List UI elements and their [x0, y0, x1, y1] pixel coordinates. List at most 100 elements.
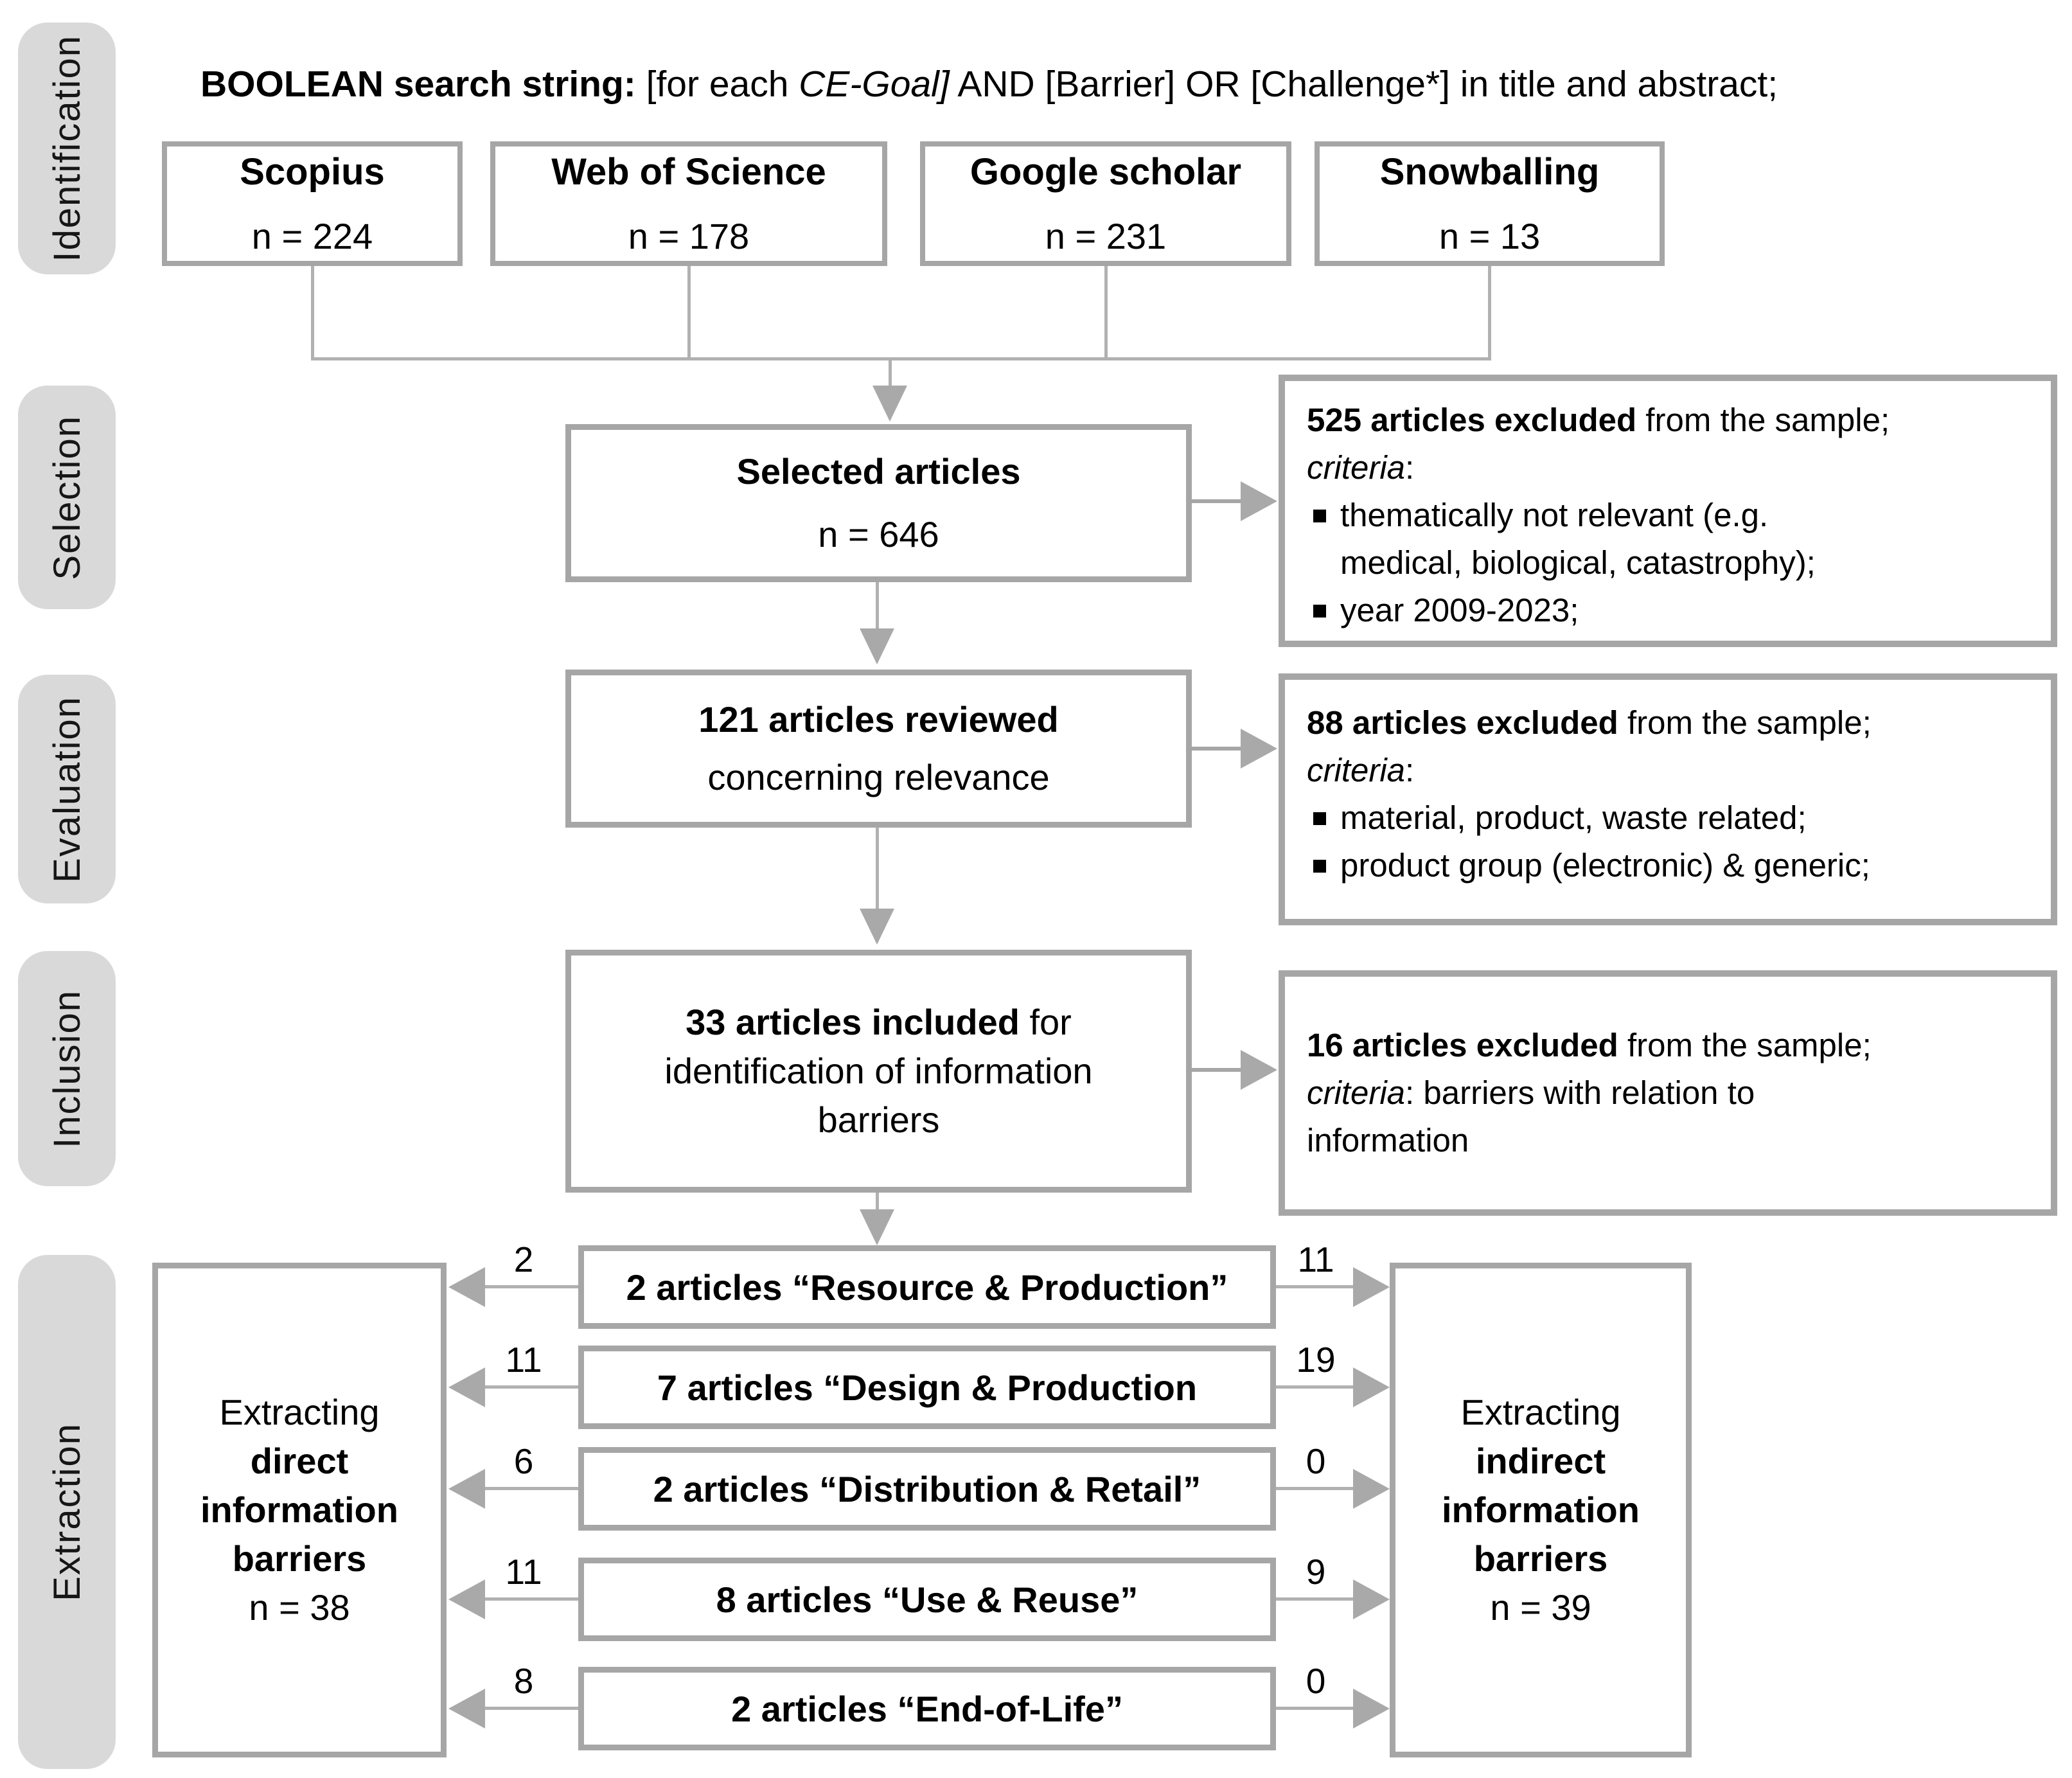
reviewed-articles-box: 121 articles reviewed concerning relevan…: [565, 670, 1192, 828]
ce-goal-label: 2 articles “Distribution & Retail”: [653, 1468, 1201, 1509]
stage-pill-evaluation: Evaluation: [18, 675, 116, 903]
stage-label-evaluation: Evaluation: [46, 695, 88, 883]
ce-goal-box-resource-production: 2 articles “Resource & Production”: [578, 1245, 1276, 1329]
criteria-rest: :: [1405, 752, 1415, 788]
criteria-bullet: material, product, waste related;: [1307, 794, 2029, 842]
selected-articles-box: Selected articles n = 646: [565, 424, 1192, 582]
source-name: Google scholar: [970, 151, 1242, 193]
ce-goal-label: 8 articles “Use & Reuse”: [716, 1579, 1138, 1620]
stage-label-inclusion: Inclusion: [46, 989, 88, 1148]
direct-bold-1: direct: [250, 1441, 349, 1481]
arrowhead-left-icon: [448, 1367, 485, 1407]
flow-arrow-line-2: [876, 828, 879, 910]
arrow-line-left: [483, 1285, 578, 1288]
excluded-box-525: 525 articles excluded from the sample; c…: [1279, 375, 2057, 647]
arrowhead-left-icon: [448, 1689, 485, 1729]
square-bullet-icon: [1313, 860, 1326, 873]
excluded-count-bold: 88 articles excluded: [1307, 704, 1618, 741]
title-italic: CE-Goal]: [799, 64, 950, 105]
ce-goal-box-use-reuse: 8 articles “Use & Reuse”: [578, 1558, 1276, 1641]
connector-stub-web-of-science: [687, 266, 691, 359]
square-bullet-icon: [1313, 812, 1326, 825]
arrow-line-right: [1276, 1597, 1356, 1601]
arrowhead-right-icon: [1241, 1050, 1277, 1090]
arrowhead-right-icon: [1353, 1367, 1390, 1407]
criteria-italic: criteria: [1307, 449, 1406, 486]
source-name: Snowballing: [1379, 151, 1600, 193]
direct-count-label: 11: [505, 1552, 542, 1592]
criteria-line: criteria:: [1307, 747, 2029, 794]
stage-pill-extraction: Extraction: [18, 1255, 116, 1769]
ce-goal-label: 2 articles “Resource & Production”: [626, 1267, 1228, 1308]
direct-count-label: 2: [513, 1240, 534, 1279]
arrow-line-left: [483, 1385, 578, 1389]
stage-pill-selection: Selection: [18, 386, 116, 609]
connector-stub-scopius: [311, 266, 314, 359]
excluded-lead: 16 articles excluded from the sample;: [1307, 1022, 2029, 1069]
ce-goal-label: 2 articles “End-of-Life”: [731, 1688, 1123, 1729]
flow-arrowhead-down-icon: [860, 628, 894, 664]
stage-label-identification: Identification: [46, 35, 88, 262]
ce-goal-box-design-production: 7 articles “Design & Production: [578, 1346, 1276, 1429]
flow-arrowhead-down-icon: [860, 909, 894, 945]
source-count: n = 13: [1439, 216, 1541, 256]
bullet-text: thematically not relevant (e.g. medical,…: [1340, 497, 1816, 581]
arrow-line-right: [1276, 1385, 1356, 1389]
bullet-text: product group (electronic) & generic;: [1340, 847, 1870, 884]
direct-count-label: 11: [505, 1340, 542, 1380]
ce-goal-label: 7 articles “Design & Production: [657, 1367, 1198, 1408]
square-bullet-icon: [1313, 605, 1326, 618]
indirect-bold-2: information: [1442, 1489, 1640, 1530]
stage-label-selection: Selection: [46, 414, 88, 580]
merge-drop-line: [889, 357, 892, 387]
excluded-box-88: 88 articles excluded from the sample; cr…: [1279, 673, 2057, 925]
direct-count: n = 38: [249, 1587, 350, 1628]
merge-drop-arrowhead-icon: [872, 386, 907, 422]
excluded-lead-rest: from the sample;: [1618, 1027, 1872, 1063]
arrow-line-left: [483, 1597, 578, 1601]
bullet-text: year 2009-2023;: [1340, 592, 1579, 628]
arrow-line-right: [1276, 1707, 1356, 1710]
arrow-line-reviewed-to-excluded: [1192, 747, 1243, 751]
included-articles-box: 33 articles included for identification …: [565, 950, 1192, 1193]
arrowhead-left-icon: [448, 1469, 485, 1509]
excluded-lead-rest: from the sample;: [1618, 704, 1872, 741]
criteria-line: criteria: barriers with relation to info…: [1307, 1069, 2029, 1164]
title-bold: BOOLEAN search string:: [200, 64, 636, 105]
title-regular-2: AND [Barrier] OR [Challenge*] in title a…: [949, 64, 1778, 105]
arrowhead-left-icon: [448, 1579, 485, 1619]
direct-pre: Extracting: [219, 1392, 380, 1432]
excluded-count-bold: 525 articles excluded: [1307, 402, 1637, 438]
arrow-line-included-to-excluded: [1192, 1068, 1243, 1072]
excluded-count-bold: 16 articles excluded: [1307, 1027, 1618, 1063]
flow-arrow-line-3: [876, 1193, 879, 1211]
direct-count-label: 6: [513, 1441, 534, 1481]
arrowhead-right-icon: [1353, 1579, 1390, 1619]
criteria-line: criteria:: [1307, 444, 2029, 492]
direct-bold-3: barriers: [232, 1538, 367, 1579]
arrow-line-right: [1276, 1285, 1356, 1288]
connector-stub-google-scholar: [1104, 266, 1108, 359]
criteria-bullet: product group (electronic) & generic;: [1307, 842, 2029, 889]
indirect-bold-1: indirect: [1475, 1441, 1606, 1481]
indirect-count-label: 0: [1306, 1661, 1326, 1701]
source-box-google-scholar: Google scholar n = 231: [920, 141, 1291, 266]
criteria-rest: :: [1405, 449, 1415, 486]
stage-pill-inclusion: Inclusion: [18, 951, 116, 1186]
indirect-count-label: 19: [1296, 1340, 1336, 1380]
source-count: n = 224: [251, 216, 373, 256]
arrowhead-right-icon: [1353, 1689, 1390, 1729]
criteria-bullet: thematically not relevant (e.g. medical,…: [1307, 492, 2029, 587]
source-name: Web of Science: [551, 151, 826, 193]
ce-goal-box-distribution-retail: 2 articles “Distribution & Retail”: [578, 1447, 1276, 1531]
arrow-line-right: [1276, 1487, 1356, 1490]
bullet-text: material, product, waste related;: [1340, 799, 1807, 836]
boolean-search-title: BOOLEAN search string: [for each CE-Goal…: [200, 63, 1778, 105]
criteria-bullet: year 2009-2023;: [1307, 587, 2029, 634]
included-text: 33 articles included for identification …: [615, 998, 1142, 1144]
arrowhead-right-icon: [1353, 1267, 1390, 1307]
indirect-pre: Extracting: [1460, 1392, 1621, 1432]
flow-arrowhead-down-icon: [860, 1209, 894, 1245]
arrowhead-right-icon: [1241, 481, 1277, 521]
